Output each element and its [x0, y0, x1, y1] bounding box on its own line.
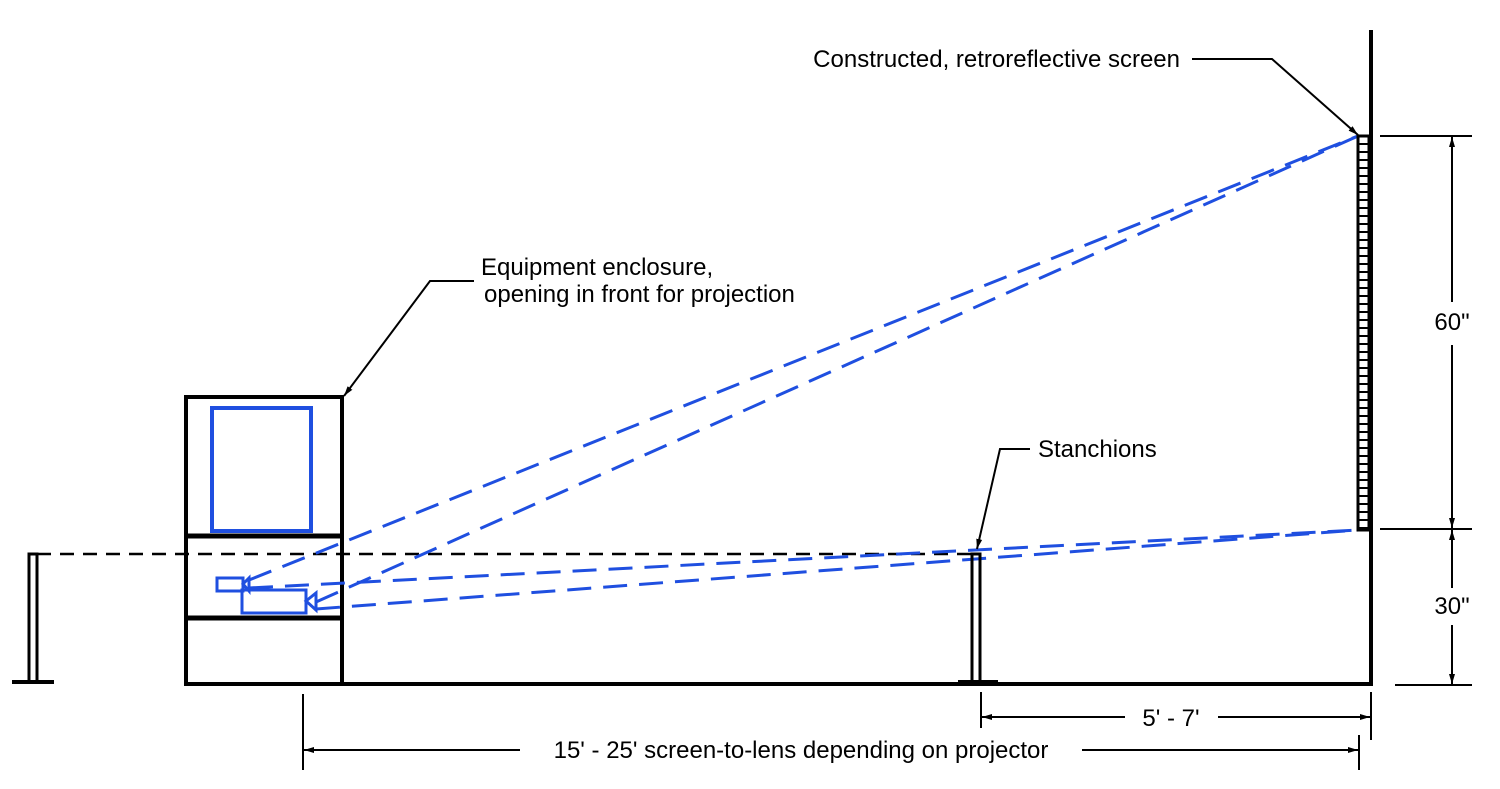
retroreflective-screen — [1356, 30, 1373, 686]
large-projector-icon — [240, 588, 318, 615]
stanchion-distance-dimension: 5' - 7' — [980, 692, 1372, 740]
projection-beams — [248, 134, 1359, 611]
dimension-screen-elevation: 30" — [1434, 593, 1469, 620]
small-projector-icon — [215, 574, 251, 596]
screen-callout: Constructed, retroreflective screen — [813, 46, 1359, 136]
left-stanchion — [12, 552, 54, 684]
stanchions-label: Stanchions — [1038, 436, 1157, 463]
right-stanchion — [958, 552, 998, 684]
monitor-box — [210, 406, 313, 533]
screen-label: Constructed, retroreflective screen — [813, 46, 1180, 73]
enclosure-label-line2: opening in front for projection — [484, 281, 795, 308]
stanchions-callout: Stanchions — [976, 436, 1157, 550]
dimension-screen-to-lens: 15' - 25' screen-to-lens depending on pr… — [554, 737, 1049, 764]
enclosure-callout: Equipment enclosure, opening in front fo… — [343, 254, 795, 397]
projection-equipment — [210, 406, 318, 615]
dimension-stanchion-to-screen: 5' - 7' — [1142, 705, 1199, 732]
enclosure-label-line1: Equipment enclosure, — [481, 254, 713, 281]
screen-to-lens-dimension: 15' - 25' screen-to-lens depending on pr… — [302, 694, 1360, 770]
dimension-screen-height: 60" — [1434, 309, 1469, 336]
vertical-dimensions: 60" 30" — [1380, 135, 1472, 686]
equipment-enclosure — [184, 395, 344, 686]
